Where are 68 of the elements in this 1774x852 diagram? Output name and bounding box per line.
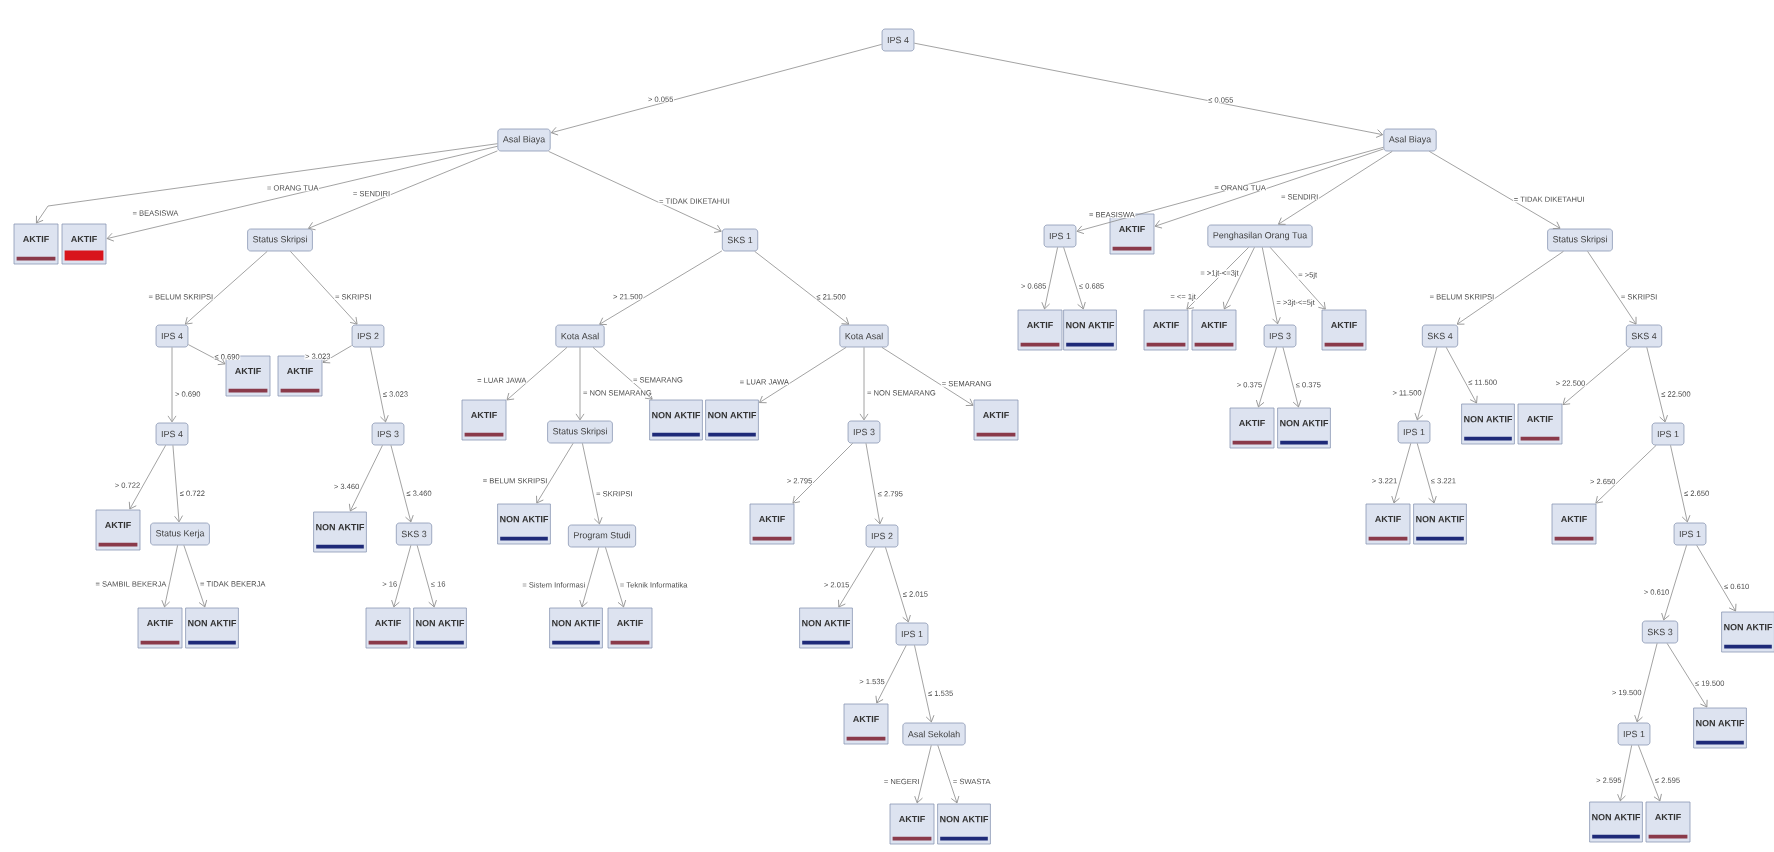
arrow: [1154, 148, 1384, 229]
arrow: [1646, 347, 1668, 423]
arrow: [1278, 151, 1393, 225]
arrow: [391, 545, 412, 608]
arrow: [875, 645, 907, 704]
arrow: [1562, 347, 1631, 405]
arrow: [1269, 247, 1326, 310]
arrow: [36, 143, 498, 224]
arrow: [1429, 151, 1561, 230]
arrow: [548, 151, 722, 233]
arrow: [1416, 443, 1437, 504]
arrow: [1186, 247, 1249, 310]
arrow: [881, 347, 974, 406]
arrow: [914, 745, 932, 804]
arrow: [1391, 443, 1412, 504]
arrow: [1670, 445, 1691, 523]
arrow: [1255, 347, 1277, 408]
arrow: [1063, 247, 1086, 310]
arrow: [1587, 251, 1637, 325]
arrow: [348, 445, 383, 512]
arrow: [1617, 745, 1633, 802]
arrow: [1261, 247, 1281, 325]
arrow: [914, 42, 1384, 138]
arrow: [838, 547, 876, 608]
arrow: [167, 347, 177, 423]
arrow: [1696, 545, 1737, 612]
arrow: [290, 251, 358, 325]
arrow: [1076, 146, 1384, 234]
arrow: [506, 347, 568, 401]
arrow: [536, 443, 574, 504]
arrow: [759, 347, 847, 404]
arrow: [1456, 251, 1564, 325]
arrow: [937, 745, 960, 804]
arrow: [161, 545, 178, 608]
arrow: [1414, 347, 1438, 421]
arrow: [885, 547, 911, 623]
arrow: [865, 443, 884, 525]
arrow: [575, 347, 585, 421]
arrow: [188, 344, 226, 366]
arrow: [550, 44, 883, 136]
arrow: [1661, 545, 1687, 621]
arrow: [754, 251, 850, 325]
arrow: [128, 445, 166, 510]
arrow: [308, 150, 498, 231]
arrow: [1445, 347, 1478, 404]
arrow: [1595, 445, 1657, 504]
arrow: [914, 645, 935, 723]
arrow: [183, 545, 208, 608]
arrow: [322, 345, 353, 364]
arrow: [390, 445, 414, 523]
arrow: [1041, 247, 1058, 310]
arrow: [1282, 347, 1302, 408]
arrow: [369, 347, 389, 423]
arrow: [1222, 247, 1255, 310]
arrow: [599, 250, 723, 325]
arrow: [172, 445, 183, 523]
arrow: [1638, 745, 1662, 802]
arrow: [605, 547, 627, 608]
arrow: [1634, 643, 1658, 723]
arrow: [184, 251, 268, 325]
arrow: [859, 347, 869, 421]
arrow: [106, 145, 498, 242]
arrow: [1666, 643, 1708, 708]
arrow: [416, 545, 437, 608]
arrow: [792, 443, 853, 504]
arrow: [592, 347, 653, 400]
arrow: [582, 443, 603, 525]
arrow: [579, 547, 600, 608]
